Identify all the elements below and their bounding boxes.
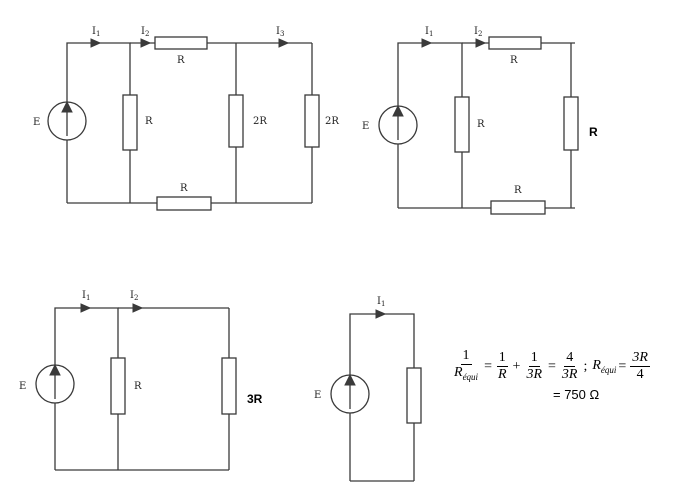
resistor-shunt <box>122 94 138 151</box>
fraction: 4 3R <box>561 350 578 382</box>
current-label: I1 <box>92 26 100 38</box>
arrow-icon <box>278 38 290 48</box>
fraction: 1 R <box>496 350 508 382</box>
arrow-icon <box>90 38 102 48</box>
resistor-shunt <box>110 357 126 415</box>
source-label: E <box>314 390 321 401</box>
circuit-1: E I1 I2 I3 R R 2R 2R R <box>33 26 339 211</box>
arrow-icon <box>132 303 144 313</box>
resistor-equivalent <box>406 367 422 424</box>
current-label: I1 <box>425 26 433 38</box>
resistor-mid-label: 2R <box>253 116 267 127</box>
resistor-shunt-label: R <box>477 119 485 130</box>
resistor-right-label: R <box>589 125 598 139</box>
resistor-shunt-label: R <box>145 116 153 127</box>
resistor-top-label: R <box>510 55 518 66</box>
resistor-top-label: R <box>177 55 185 66</box>
voltage-source-icon <box>35 363 75 404</box>
resistor-right-label: 2R <box>325 116 339 127</box>
resistor-top <box>488 36 542 50</box>
wire <box>397 42 463 106</box>
fraction: 1 3R <box>526 350 542 382</box>
resistor-right-label: 3R <box>247 392 263 406</box>
source-label: E <box>362 121 369 132</box>
voltage-source-icon <box>330 373 370 414</box>
source-label: E <box>19 381 26 392</box>
resistor-bottom <box>490 200 546 215</box>
voltage-source-icon <box>47 100 87 141</box>
source-label: E <box>33 117 40 128</box>
resistor-mid <box>228 94 244 148</box>
fraction: 3R 4 <box>630 350 650 382</box>
circuit-3: E I1 I2 R 3R <box>19 290 263 471</box>
arrow-icon <box>140 38 152 48</box>
voltage-source-icon <box>378 104 418 145</box>
equivalent-resistance-formula: 1 Réqui = 1 R + 1 3R = 4 3R ; Réqui = 3R… <box>450 348 652 385</box>
formula-result: = 750 Ω <box>553 387 600 402</box>
arrow-icon <box>80 303 92 313</box>
wire <box>66 42 131 102</box>
current-label: I1 <box>82 290 90 302</box>
resistor-right <box>563 96 579 151</box>
arrow-icon <box>475 38 487 48</box>
circuit-2: E I1 I2 R R R R <box>362 26 598 215</box>
arrow-icon <box>421 38 433 48</box>
current-label: I2 <box>474 26 482 38</box>
wire <box>349 313 415 375</box>
fraction: 1 Réqui <box>454 348 479 382</box>
current-label: I1 <box>377 296 385 308</box>
arrow-icon <box>375 309 387 319</box>
wire <box>54 307 119 365</box>
resistor-shunt <box>454 96 470 153</box>
resistor-bottom <box>156 196 212 211</box>
resistor-right <box>304 94 320 148</box>
resistor-shunt-label: R <box>134 381 142 392</box>
current-label: I2 <box>130 290 138 302</box>
resistor-top <box>154 36 208 50</box>
circuit-4: E I1 <box>314 296 422 482</box>
resistor-bottom-label: R <box>180 183 188 194</box>
current-label: I3 <box>276 26 284 38</box>
current-label: I2 <box>141 26 149 38</box>
resistor-bottom-label: R <box>514 185 522 196</box>
resistor-right <box>221 357 237 415</box>
